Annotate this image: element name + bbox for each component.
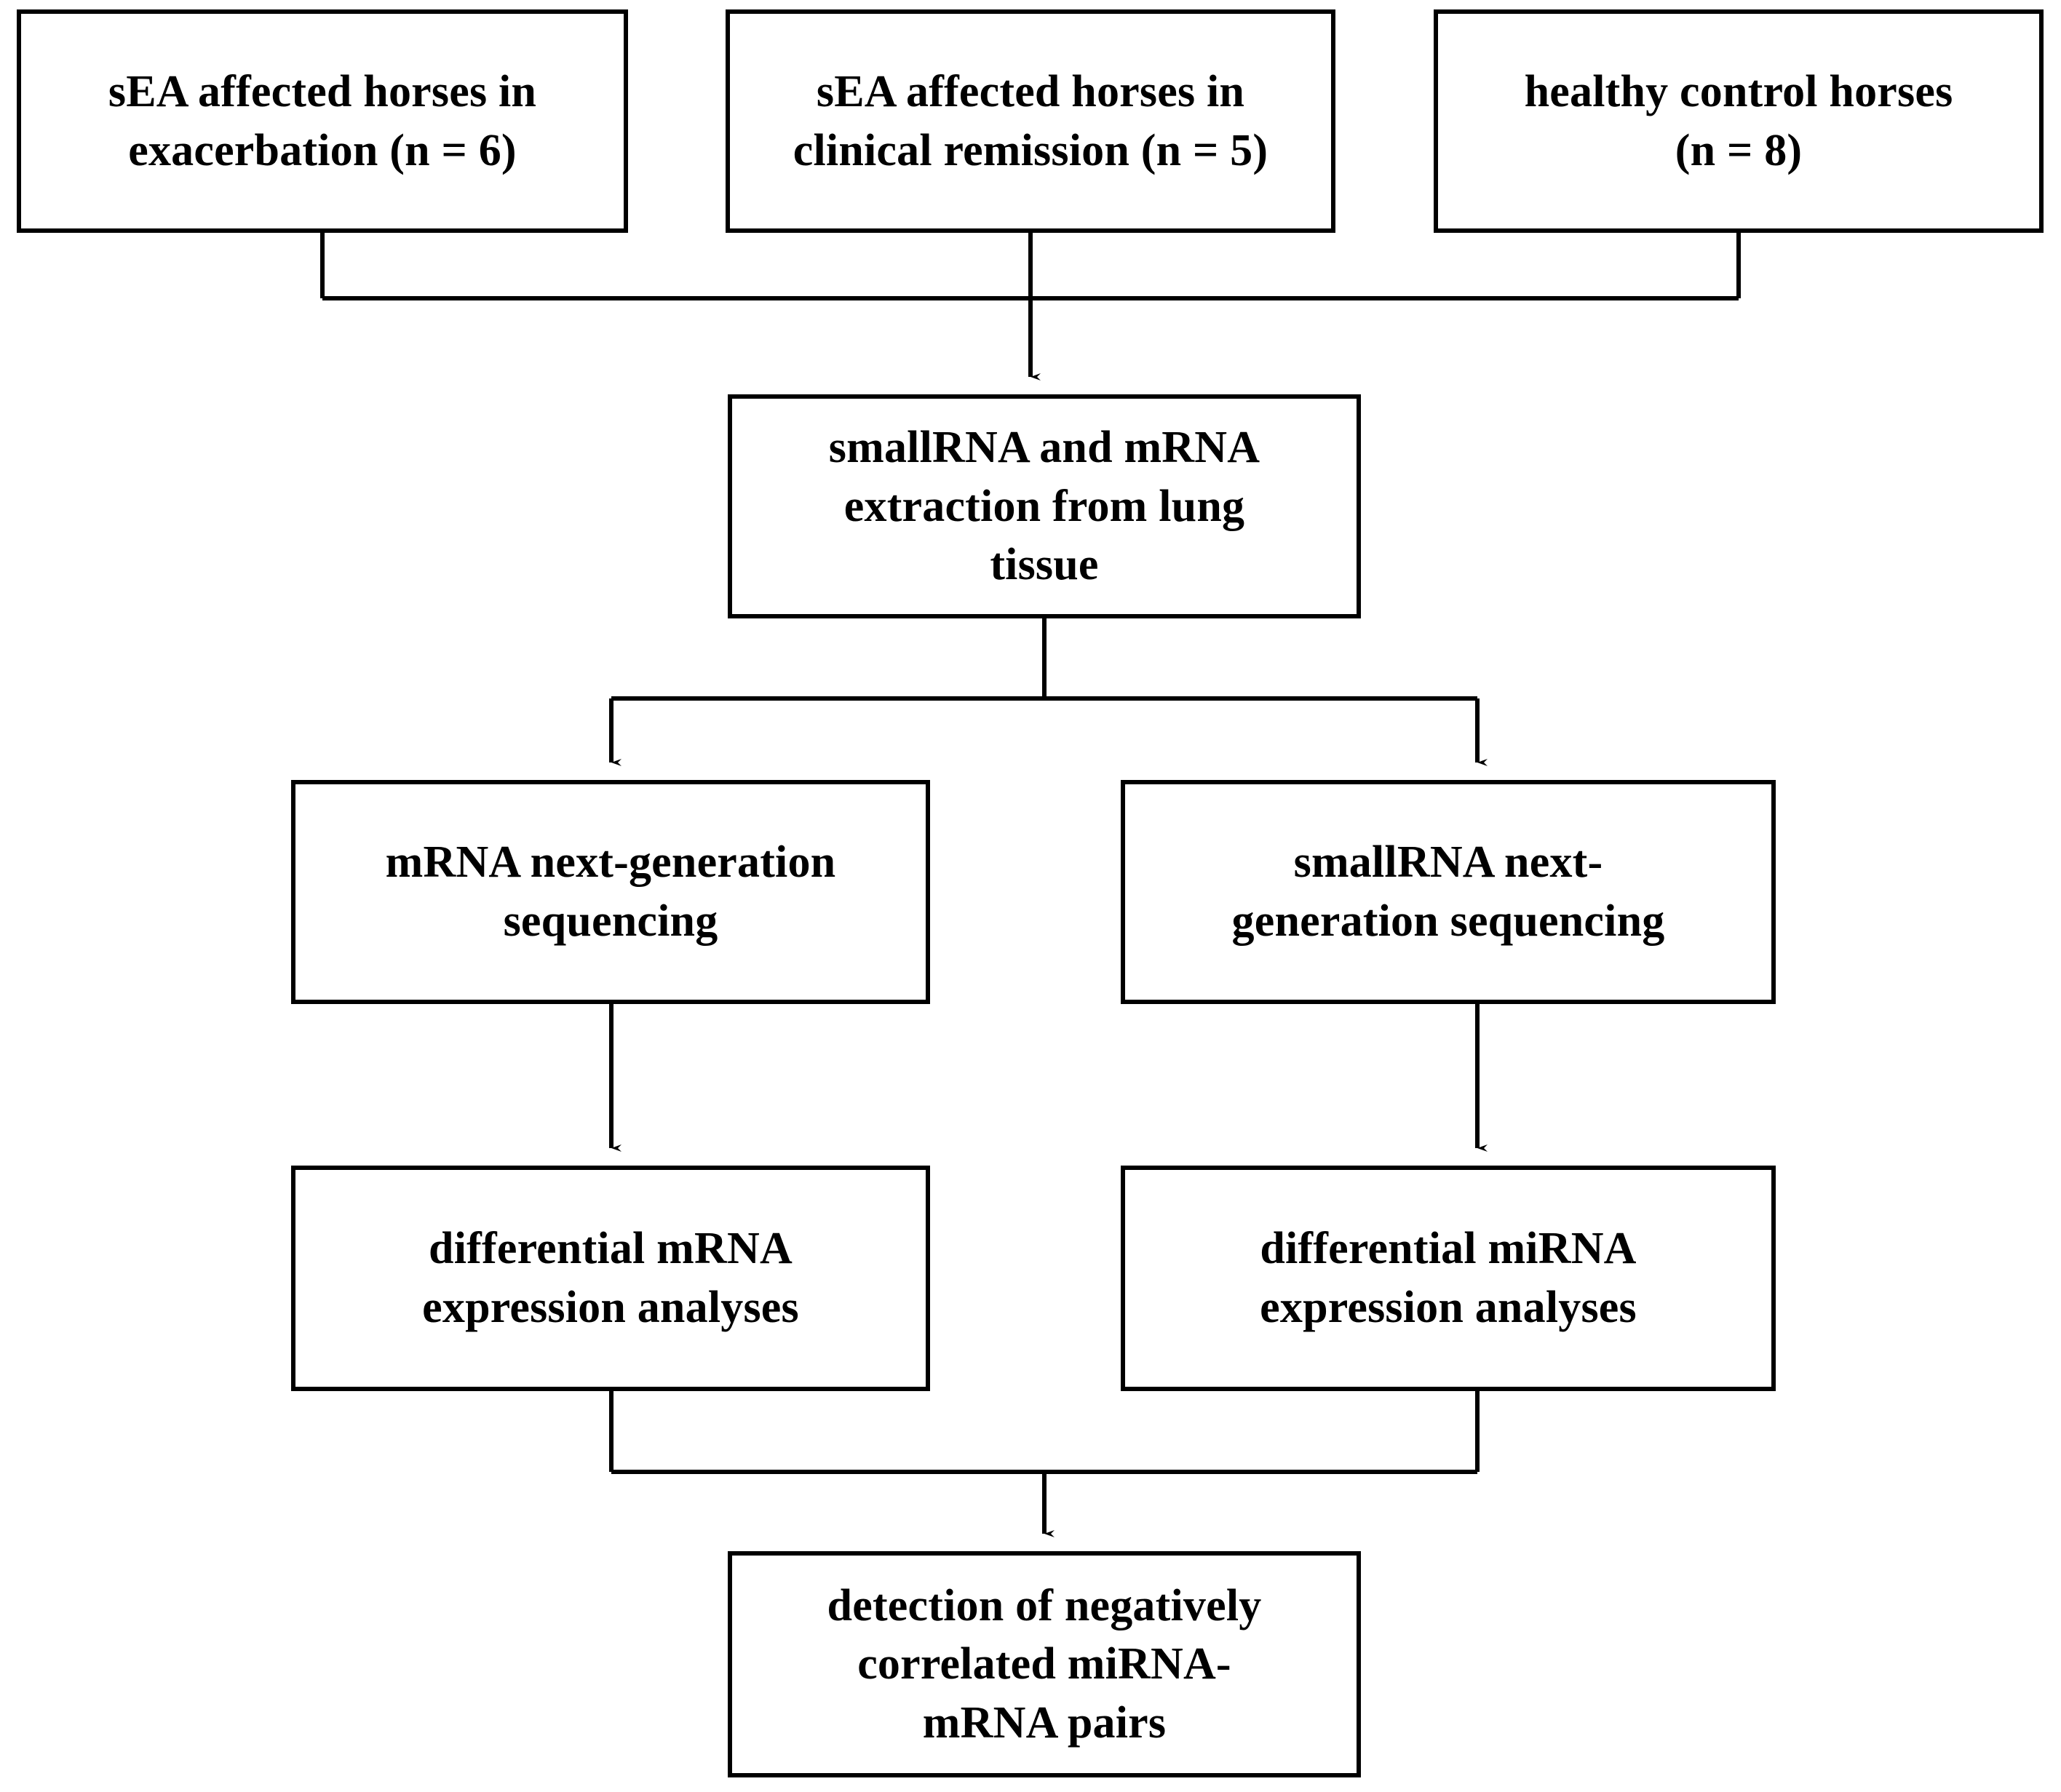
node-exacerbation-label: sEA affected horses in exacerbation (n =… [108, 66, 537, 175]
node-healthy-control-label: healthy control horses (n = 8) [1524, 66, 1953, 175]
node-remission: sEA affected horses in clinical remissio… [726, 9, 1335, 233]
node-rna-extraction-label: smallRNA and mRNA extraction from lung t… [828, 423, 1260, 590]
node-mirna-differential: differential miRNA expression analyses [1121, 1166, 1776, 1391]
node-remission-label: sEA affected horses in clinical remissio… [793, 66, 1268, 175]
node-mirna-mrna-pairs: detection of negatively correlated miRNA… [728, 1551, 1361, 1777]
node-rna-extraction: smallRNA and mRNA extraction from lung t… [728, 394, 1361, 618]
node-mirna-differential-label: differential miRNA expression analyses [1260, 1224, 1637, 1332]
node-mrna-sequencing: mRNA next-generation sequencing [291, 780, 930, 1004]
node-healthy-control: healthy control horses (n = 8) [1434, 9, 2044, 233]
node-mirna-mrna-pairs-label: detection of negatively correlated miRNA… [827, 1580, 1262, 1748]
node-smallrna-sequencing: smallRNA next- generation sequencing [1121, 780, 1776, 1004]
node-mrna-sequencing-label: mRNA next-generation sequencing [385, 837, 836, 946]
node-exacerbation: sEA affected horses in exacerbation (n =… [17, 9, 628, 233]
node-smallrna-sequencing-label: smallRNA next- generation sequencing [1231, 837, 1665, 946]
node-mrna-differential: differential mRNA expression analyses [291, 1166, 930, 1391]
node-mrna-differential-label: differential mRNA expression analyses [422, 1224, 799, 1332]
